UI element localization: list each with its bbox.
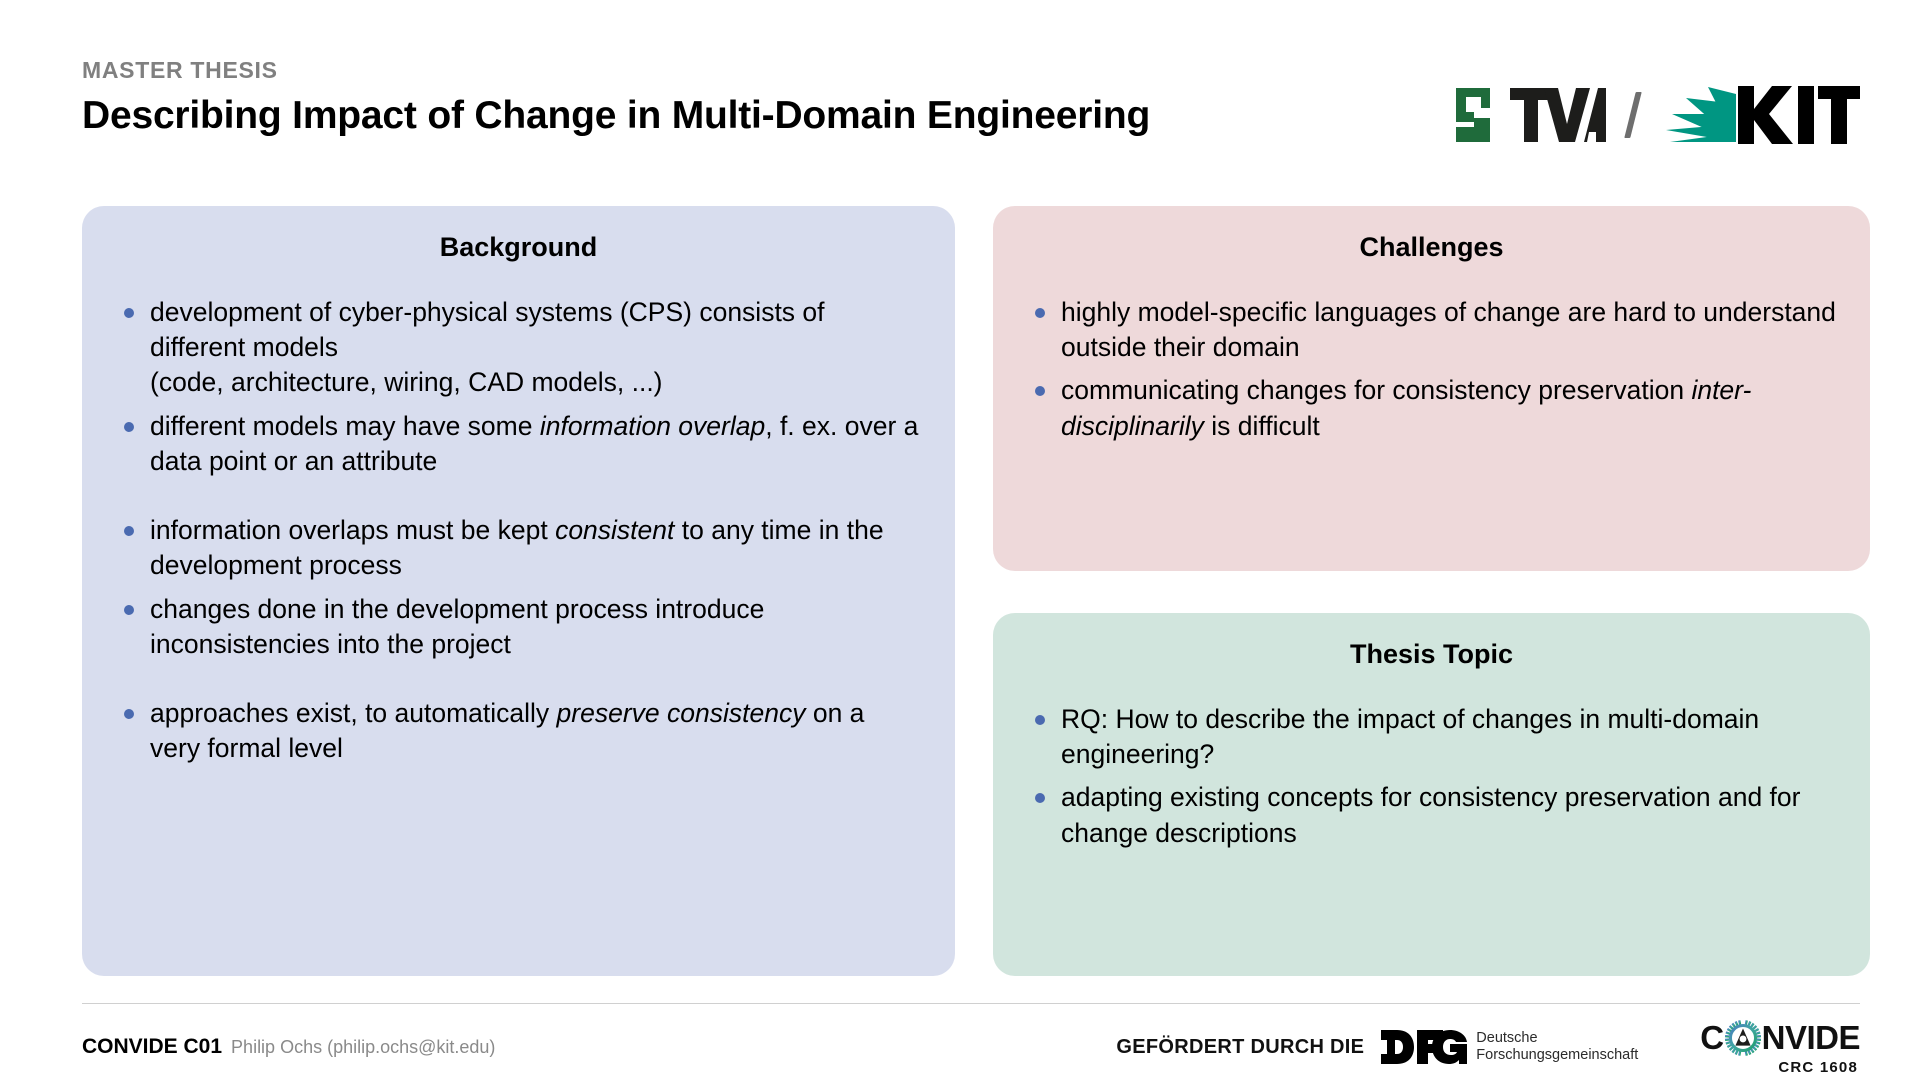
tva-logo bbox=[1456, 88, 1606, 142]
convide-logo: C bbox=[1700, 1019, 1861, 1076]
bullet-text: adapting existing concepts for consisten… bbox=[1061, 782, 1801, 848]
bullet-text: highly model-specific languages of chang… bbox=[1061, 297, 1836, 363]
footer-project-code: CONVIDE C01 bbox=[82, 1035, 223, 1058]
bullet-text: changes done in the development process … bbox=[150, 593, 765, 659]
tva-wordmark bbox=[1510, 88, 1606, 142]
convide-wordmark-row: C bbox=[1700, 1019, 1861, 1057]
panel-challenges-title: Challenges bbox=[1359, 232, 1504, 262]
bullet-text: development of cyber-physical systems (C… bbox=[150, 297, 825, 363]
panel-thesis-topic-title: Thesis Topic bbox=[1349, 639, 1514, 669]
panel-background-title: Background bbox=[439, 232, 598, 262]
bullet-text: is difficult bbox=[1203, 410, 1320, 441]
emphasis-text: preserve consistency bbox=[556, 698, 806, 729]
bullet-text: to any time in the development process bbox=[150, 515, 884, 581]
list-item: RQ: How to describe the impact of change… bbox=[1027, 702, 1836, 772]
kit-wordmark bbox=[1738, 86, 1860, 144]
footer: CONVIDE C01 Philip Ochs (philip.ochs@kit… bbox=[82, 1019, 1861, 1076]
dfg-name-line-1: Deutsche bbox=[1476, 1029, 1538, 1046]
page-title: Describing Impact of Change in Multi-Dom… bbox=[82, 94, 1151, 138]
bullet-text: different models may have some bbox=[150, 410, 540, 441]
convide-crc-number: CRC 1608 bbox=[1778, 1058, 1858, 1076]
dfg-name-line-2: Forschungsgemeinschaft bbox=[1476, 1047, 1639, 1063]
convide-letters-nvide: NVIDE bbox=[1761, 1019, 1861, 1056]
dfg-logo: Deutsche Forschungsgemeinschaft bbox=[1381, 1030, 1638, 1064]
footer-identity: CONVIDE C01 Philip Ochs (philip.ochs@kit… bbox=[82, 1035, 495, 1059]
list-item: communicating changes for consistency pr… bbox=[1027, 373, 1836, 443]
footer-author-contact[interactable]: Philip Ochs (philip.ochs@kit.edu) bbox=[231, 1037, 496, 1057]
bullet-text: , f. ex. over a data point or an attribu… bbox=[150, 410, 919, 476]
list-item: changes done in the development process … bbox=[116, 592, 921, 662]
bullet-text: information overlaps must be kept bbox=[150, 515, 556, 546]
panel-background-bullet-list: development of cyber-physical systems (C… bbox=[116, 295, 921, 767]
funding-label: GEFÖRDERT DURCH DIE bbox=[1116, 1035, 1365, 1058]
logo-separator-icon bbox=[1624, 92, 1642, 138]
kit-rays-icon bbox=[1666, 87, 1736, 142]
list-item: highly model-specific languages of chang… bbox=[1027, 295, 1836, 365]
dfg-full-name: Deutsche Forschungsgemeinschaft bbox=[1476, 1030, 1638, 1064]
dfg-abbr-icon bbox=[1381, 1030, 1468, 1064]
panel-thesis-topic: Thesis Topic RQ: How to describe the imp… bbox=[993, 613, 1870, 976]
list-item: development of cyber-physical systems (C… bbox=[116, 295, 921, 401]
convide-letter-c: C bbox=[1700, 1019, 1724, 1056]
bullet-text: communicating changes for consistency pr… bbox=[1061, 375, 1692, 406]
kit-logo bbox=[1660, 86, 1860, 144]
panel-challenges: Challenges highly model-specific languag… bbox=[993, 206, 1870, 571]
list-item: different models may have some informati… bbox=[116, 409, 921, 479]
convide-gear-icon bbox=[1724, 1019, 1761, 1056]
panel-background: Background development of cyber-physical… bbox=[82, 206, 955, 976]
header-logo-row bbox=[1456, 56, 1860, 144]
eyebrow-label: MASTER THESIS bbox=[82, 57, 278, 83]
header-text-block: MASTER THESIS Describing Impact of Chang… bbox=[82, 56, 1150, 139]
bullet-text: approaches exist, to automatically bbox=[150, 698, 557, 729]
panel-thesis-topic-bullet-list: RQ: How to describe the impact of change… bbox=[1027, 702, 1836, 851]
dfg-funding-block: GEFÖRDERT DURCH DIE Deutsche Forschungsg… bbox=[1116, 1030, 1638, 1064]
bullet-text: RQ: How to describe the impact of change… bbox=[1061, 704, 1760, 770]
list-item: adapting existing concepts for consisten… bbox=[1027, 780, 1836, 850]
list-item: approaches exist, to automatically prese… bbox=[116, 696, 921, 766]
panel-challenges-bullet-list: highly model-specific languages of chang… bbox=[1027, 295, 1836, 444]
header: MASTER THESIS Describing Impact of Chang… bbox=[82, 56, 1860, 166]
emphasis-text: consistent bbox=[555, 515, 675, 546]
tva-mark-icon bbox=[1456, 88, 1490, 142]
footer-logos: GEFÖRDERT DURCH DIE Deutsche Forschungsg… bbox=[1116, 1019, 1861, 1076]
emphasis-text: inter-disciplinarily bbox=[1061, 375, 1752, 441]
footer-divider bbox=[82, 1003, 1860, 1004]
bullet-text: (code, architecture, wiring, CAD models,… bbox=[150, 367, 663, 398]
emphasis-text: information overlap bbox=[539, 410, 766, 441]
list-item: information overlaps must be kept consis… bbox=[116, 513, 921, 583]
bullet-text: on a very formal level bbox=[150, 698, 865, 764]
